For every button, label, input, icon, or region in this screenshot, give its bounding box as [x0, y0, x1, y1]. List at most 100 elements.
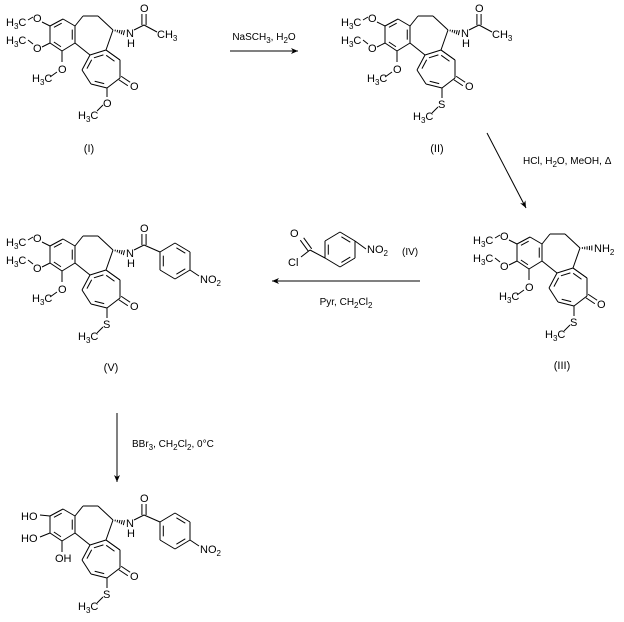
sulfur-atom: S — [438, 99, 445, 111]
ring-c-bond — [416, 54, 426, 71]
aryl-bond — [143, 514, 161, 523]
ring-a-bond — [61, 42, 76, 52]
methoxy-bond — [49, 291, 58, 298]
ring-b-bond — [97, 15, 114, 31]
methoxy-methyl: H3C — [367, 73, 387, 87]
nitro-bond — [354, 240, 367, 250]
ring-b-bond — [432, 15, 449, 31]
ring-c-bond-inner — [440, 54, 450, 62]
thioether-bond — [563, 324, 571, 332]
ring-b-bond — [409, 42, 426, 56]
carbonyl-bond — [303, 237, 313, 250]
ring-c-bond-inner — [572, 272, 582, 280]
thiomethyl-methyl: H3C — [78, 331, 98, 345]
aryl-ring-bond-inner — [176, 517, 186, 524]
methoxy-bond — [27, 39, 34, 45]
ring-a-bond — [397, 18, 411, 27]
ring-c-bond — [105, 49, 121, 61]
hash-line — [457, 30, 461, 36]
ring-c-bond-inner — [105, 544, 115, 552]
methoxy-bond — [49, 71, 58, 78]
methoxy-bond — [376, 21, 386, 27]
ketone-bond — [585, 297, 596, 305]
ring-c-bond — [557, 301, 575, 307]
ring-b-bond — [105, 519, 114, 541]
amide-bond — [133, 244, 145, 251]
acetyl-bond — [478, 24, 493, 33]
methoxy-oxygen: O — [33, 233, 42, 245]
ring-c-bond — [105, 269, 121, 281]
hydroxyl-label: HO — [21, 511, 38, 523]
ring-b-bond — [97, 235, 114, 251]
methoxy-bond — [362, 16, 369, 21]
ring-c-bond — [81, 69, 92, 85]
ring-c-bond — [81, 289, 92, 305]
carbonyl-oxygen: O — [475, 3, 484, 15]
methoxy-oxygen: O — [103, 98, 112, 110]
hash-line — [453, 29, 456, 34]
methoxy-bond — [362, 39, 369, 45]
ring-a-bond — [49, 532, 63, 542]
methoxy-oxygen: O — [33, 13, 42, 25]
stereo-hash-bond — [449, 29, 461, 36]
ring-a-bond-inner — [53, 531, 62, 538]
ring-c-bond — [81, 54, 91, 71]
ketone-bond — [120, 295, 131, 303]
methoxy-oxygen: O — [393, 64, 402, 76]
hash-line — [122, 30, 126, 36]
ring-b-bond — [105, 249, 114, 271]
ring-c-bond — [556, 267, 574, 274]
aryl-ring-bond-inner — [341, 236, 351, 243]
ring-b-bond — [74, 505, 84, 517]
ring-c-bond-inner — [428, 54, 439, 59]
aryl-ring-bond-inner — [176, 538, 186, 545]
thiomethyl-methyl: H3C — [545, 329, 565, 343]
hash-line — [120, 30, 123, 35]
aryl-ring-bond — [339, 231, 356, 242]
ring-b-bond — [572, 247, 581, 269]
methoxy-bond — [384, 71, 393, 78]
ketone-oxygen: O — [130, 81, 139, 93]
ring-c-bond — [90, 303, 108, 309]
methoxy-oxygen: O — [368, 43, 377, 55]
carbonyl-oxygen: O — [290, 228, 299, 240]
methoxy-bond — [41, 241, 51, 247]
ketone-bond — [118, 569, 129, 577]
reaction-2-conditions: HCl, H2O, MeOH, Δ — [523, 156, 612, 169]
ring-a-bond — [49, 18, 64, 27]
thiomethyl-methyl: H3C — [413, 111, 433, 125]
amide-nitrogen: N — [126, 518, 134, 530]
ring-a-bond-inner — [53, 261, 62, 268]
hash-line — [116, 29, 119, 33]
sulfur-atom: S — [103, 589, 110, 601]
ring-c-bond — [89, 269, 107, 276]
methoxy-methyl: H3C — [6, 237, 26, 251]
ring-c-bond — [441, 77, 456, 89]
ring-c-bond-inner — [93, 544, 104, 549]
ring-a-bond — [61, 532, 76, 542]
methoxy-bond — [41, 42, 51, 48]
amide-bond — [133, 514, 145, 521]
ketone-bond — [587, 293, 598, 301]
ring-b-bond — [541, 260, 558, 274]
aryl-ring-bond — [339, 257, 356, 268]
methoxy-oxygen: O — [368, 13, 377, 25]
hash-line — [118, 29, 121, 34]
ring-b-bond — [105, 29, 114, 51]
aryl-ring-bond — [174, 269, 191, 280]
ring-a-bond — [528, 260, 543, 270]
ring-c-bond-inner — [553, 277, 560, 287]
reaction-arrow-2 — [486, 132, 527, 209]
ring-c-bond — [89, 49, 107, 56]
methoxy-bond — [376, 42, 386, 48]
methoxy-oxygen: O — [525, 282, 534, 294]
aryl-ring-bond — [174, 512, 191, 523]
methoxy-methyl: H3C — [32, 73, 52, 87]
ring-c-bond — [81, 559, 92, 575]
stereo-hash-bond — [114, 249, 126, 256]
ring-c-bond-inner — [560, 272, 571, 277]
ring-c-bond — [106, 567, 121, 579]
